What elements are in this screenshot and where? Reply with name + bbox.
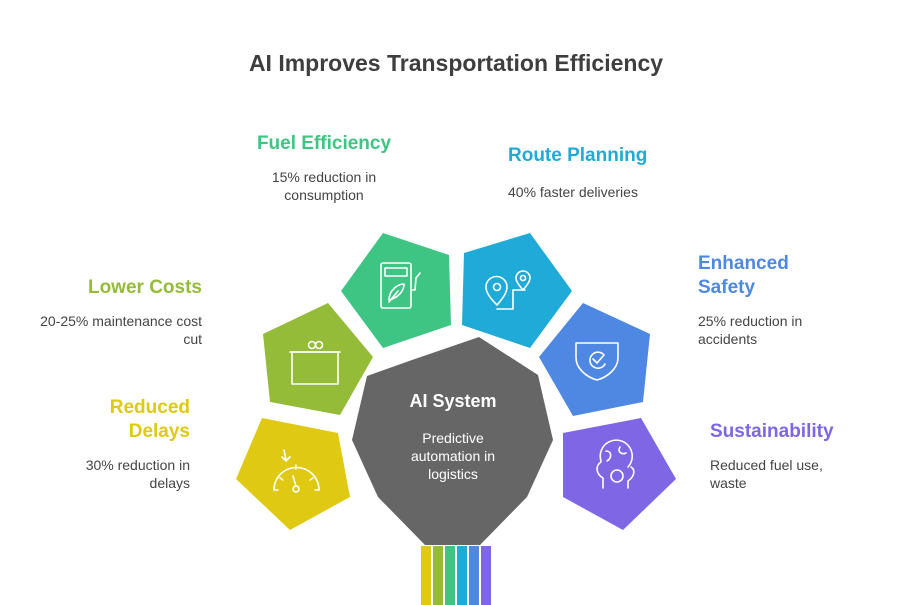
- route-pins-icon: [485, 270, 531, 310]
- center-octagon: [352, 337, 553, 545]
- description-enhanced-safety: 25% reduction in accidents: [698, 313, 803, 347]
- color-bar-lower-costs: [433, 546, 443, 605]
- label-route-planning: Route Planning: [508, 145, 648, 166]
- color-bar-route-planning: [457, 546, 467, 605]
- speedometer-icon: [273, 449, 320, 493]
- color-bar-sustainability: [481, 546, 491, 605]
- eco-fuel-pump-icon: [380, 262, 421, 309]
- label-reduced-delays: Reduced Delays: [109, 397, 190, 442]
- description-fuel-efficiency: 15% reduction in consumption: [271, 169, 377, 203]
- label-lower-costs: Lower Costs: [87, 277, 202, 298]
- description-lower-costs: 20-25% maintenance cost cut: [40, 313, 202, 347]
- toolbox-icon: [289, 340, 341, 385]
- description-reduced-delays: 30% reduction in delays: [85, 457, 190, 491]
- color-bar-enhanced-safety: [469, 546, 479, 605]
- globe-person-icon: [596, 439, 635, 489]
- label-fuel-efficiency: Fuel Efficiency: [256, 133, 392, 154]
- diagram-title: AI Improves Transportation Efficiency: [248, 50, 664, 76]
- description-route-planning: 40% faster deliveries: [508, 184, 638, 200]
- center-title: AI System: [409, 391, 497, 411]
- color-bar-fuel-efficiency: [445, 546, 455, 605]
- color-bar-reduced-delays: [421, 546, 431, 605]
- pentagon-sustainability: [563, 418, 676, 530]
- label-sustainability: Sustainability: [710, 421, 834, 442]
- pentagon-fuel-efficiency: [341, 233, 451, 348]
- pentagon-lower-costs: [263, 303, 373, 415]
- description-sustainability: Reduced fuel use, waste: [710, 457, 823, 491]
- shield-check-icon: [575, 342, 619, 381]
- label-enhanced-safety: Enhanced Safety: [698, 253, 789, 298]
- center-description: Predictive automation in logistics: [410, 430, 496, 482]
- pentagon-reduced-delays: [236, 418, 350, 530]
